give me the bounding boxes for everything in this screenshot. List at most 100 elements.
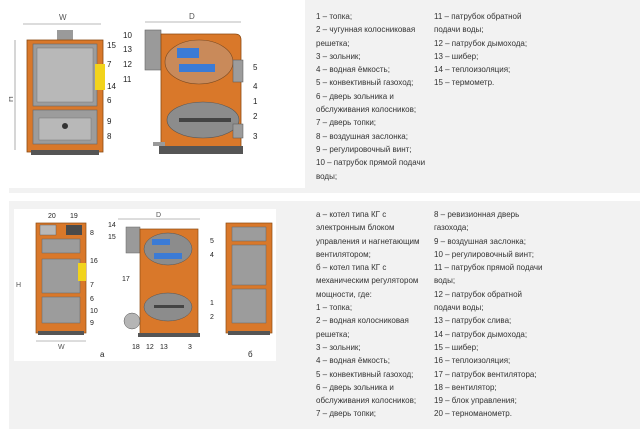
boiler-a-front-view: [35, 222, 87, 335]
boiler-diagram-2-svg: H 20 19 W 8 16 7 6 10: [16, 212, 273, 359]
callout-12: 12: [123, 60, 132, 69]
callout-15: 15: [108, 234, 116, 241]
legend-item: 7 – дверь топки;: [316, 118, 377, 128]
legend-item: 15 – шибер;: [434, 342, 479, 352]
front-flue-pipe: [57, 30, 73, 42]
legend-item: 2 – водная колосниковая решетка;: [316, 316, 409, 339]
control-unit: [66, 225, 82, 235]
dimension-h-label: H: [16, 282, 21, 289]
legend-item: 2 – чугунная колосниковая решетка;: [316, 25, 416, 48]
callout-2: 2: [210, 314, 214, 321]
callout-13: 13: [160, 344, 168, 351]
dimension-d-label: D: [156, 212, 161, 219]
legend-item: 8 – ревизионная дверь газохода;: [434, 210, 520, 233]
a-grate: [154, 305, 184, 308]
boiler-side-view: [144, 29, 244, 154]
b-fire-door: [231, 244, 267, 286]
callout-16: 16: [90, 258, 98, 265]
legend-item: 20 – терноманометр.: [434, 409, 512, 419]
legend-item: 11 – патрубок прямой подачи воды;: [434, 263, 543, 286]
legend-item: а – котел типа КГ с электронным блоком у…: [316, 210, 420, 259]
side-callouts-top: 10 13 12 11: [123, 31, 132, 84]
a-flame-indicator: [78, 263, 86, 281]
legend-item: 10 – регулировочный винт;: [434, 249, 534, 259]
boiler-front-view: [26, 30, 105, 155]
callout-17: 17: [122, 276, 130, 283]
legend-item: 7 – дверь топки;: [316, 409, 377, 419]
legend-item: 18 – вентилятор;: [434, 382, 497, 392]
a-fire-door: [41, 258, 81, 294]
callout-7: 7: [90, 282, 94, 289]
callout-20: 20: [48, 213, 56, 220]
side-base: [159, 146, 243, 154]
callout-10: 10: [90, 308, 98, 315]
regulator-knob: [62, 123, 68, 129]
legend-item: 13 – патрубок слива;: [434, 316, 512, 326]
legend-item: 5 – конвективный газоход;: [316, 78, 414, 88]
legend-item: 9 – воздушная заслонка;: [434, 236, 526, 246]
callout-19: 19: [70, 213, 78, 220]
a-flue-pipe: [125, 226, 141, 254]
legend-item: 4 – водная ёмкость;: [316, 65, 390, 75]
legend-item: 3 – зольник;: [316, 51, 361, 61]
legend-item: 1 – топка;: [316, 12, 353, 21]
legend-item: 16 – теплоизоляция;: [434, 356, 511, 366]
callout-5: 5: [210, 238, 214, 245]
dimension-d-label: D: [189, 12, 195, 21]
legend-item: 14 – патрубок дымохода;: [434, 329, 528, 339]
callout-7: 7: [107, 60, 112, 69]
legend-1-column-1: 1 – топка; 2 – чугунная колосниковая реш…: [316, 10, 428, 183]
callout-6: 6: [90, 296, 94, 303]
side-door-lower: [232, 123, 244, 139]
callout-14: 14: [107, 82, 116, 91]
dimension-w-label: W: [58, 344, 65, 351]
legend-2-column-2: 8 – ревизионная дверь газохода; 9 – возд…: [434, 208, 546, 421]
callout-2: 2: [253, 112, 258, 121]
callout-6: 6: [107, 96, 112, 105]
callout-10: 10: [123, 31, 132, 40]
thermomanometer: [39, 224, 57, 236]
legend-item: 5 – конвективный газоход;: [316, 369, 414, 379]
legend-item: 3 – зольник;: [316, 342, 361, 352]
legend-item: 4 – водная ёмкость;: [316, 356, 390, 366]
callout-9: 9: [107, 117, 112, 126]
b-revision-door: [231, 226, 267, 242]
callout-12: 12: [146, 344, 154, 351]
callout-9: 9: [90, 320, 94, 327]
callout-4: 4: [253, 82, 258, 91]
callout-3: 3: [188, 344, 192, 351]
side-door-upper: [232, 59, 244, 83]
front-callouts: 15 7 14 6 9 8: [107, 41, 116, 141]
dimension-w-label: W: [59, 13, 67, 22]
side-callouts-right: 5 4 1 2 3: [253, 63, 258, 141]
boiler-a-side-view: [123, 226, 200, 337]
legend-item: 11 – патрубок обратной подачи воды;: [434, 12, 522, 35]
callout-13: 13: [123, 45, 132, 54]
legend-item: 12 – патрубок дымохода;: [434, 38, 528, 48]
a-ash-door: [41, 296, 81, 324]
callout-11: 11: [123, 75, 132, 84]
legend-item: 8 – воздушная заслонка;: [316, 131, 408, 141]
a-water-2: [154, 253, 182, 259]
boiler-diagram-1-svg: W H 15 7 14 6 9: [6, 12, 258, 155]
callouts-top-left: 20 19: [48, 213, 78, 220]
a-base: [38, 331, 84, 335]
a-side-base: [138, 333, 200, 337]
legend-item: 17 – патрубок вентилятора;: [434, 369, 537, 379]
boiler-diagram-1: W H 15 7 14 6 9: [6, 0, 305, 188]
boiler-b-front-view: [225, 222, 273, 335]
legend-item: б – котел типа КГ с механическим регулят…: [316, 263, 419, 299]
callouts-left: 8 16 7 6 10 9: [90, 230, 98, 327]
front-base: [31, 150, 99, 155]
fan: [123, 312, 141, 330]
callout-3: 3: [253, 132, 258, 141]
b-base: [228, 331, 270, 335]
grate: [179, 118, 231, 122]
boiler-diagram-panel-1: W H 15 7 14 6 9: [6, 0, 640, 193]
legend-item: 6 – дверь зольника и обслуживания колосн…: [316, 382, 417, 406]
callout-8: 8: [107, 132, 112, 141]
label-b: б: [248, 350, 253, 359]
legend-item: 10 – патрубок прямой подачи воды;: [316, 158, 426, 181]
callout-18: 18: [132, 344, 140, 351]
callout-14: 14: [108, 222, 116, 229]
